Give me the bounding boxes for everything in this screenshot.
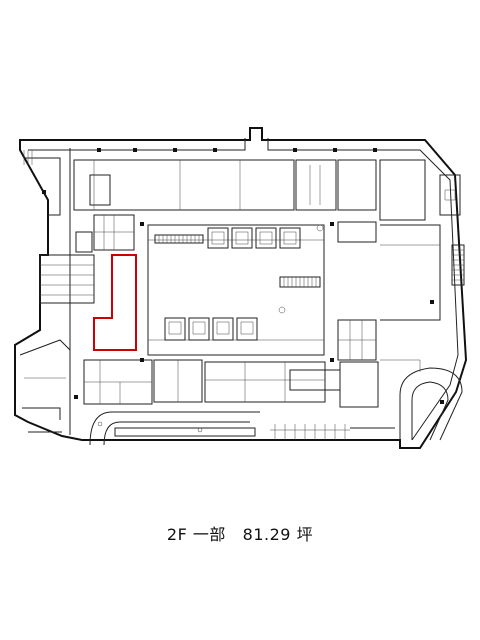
area-value: 81.29 [242, 525, 291, 544]
plan-caption: 2F 一部 81.29 坪 [0, 521, 480, 545]
leased-area-highlight [93, 254, 137, 351]
ramp-southeast [380, 359, 463, 441]
building-outline [14, 127, 468, 449]
structure-southwest [19, 339, 71, 433]
driveway-south [89, 411, 395, 446]
floor-label: 2F [166, 525, 188, 544]
column-icon [373, 148, 377, 152]
column-icon [42, 190, 46, 194]
escalator-upper [154, 234, 204, 244]
column-icon [140, 222, 144, 226]
column-icon [440, 400, 444, 404]
column-icon [74, 395, 78, 399]
entrance-west [39, 254, 95, 304]
escalator-lower [279, 276, 321, 288]
core-west-lower [83, 359, 203, 405]
column-icon [97, 148, 101, 152]
column-icon [430, 300, 434, 304]
area-unit: 坪 [296, 525, 314, 544]
core-west-upper [75, 214, 135, 253]
markers [97, 224, 324, 433]
column-icon [330, 222, 334, 226]
column-icon [293, 148, 297, 152]
column-icon [330, 358, 334, 362]
elevator-bank-south [164, 317, 258, 341]
central-atrium [147, 224, 325, 356]
core-east [337, 174, 465, 361]
column-icon [213, 148, 217, 152]
section-label: 一部 [192, 525, 226, 544]
floor-plan [14, 127, 468, 449]
rooms-north [73, 159, 426, 221]
columns [42, 148, 444, 404]
elevator-bank-north [207, 227, 301, 249]
rooms-south [204, 361, 379, 408]
column-icon [173, 148, 177, 152]
column-icon [140, 358, 144, 362]
column-icon [133, 148, 137, 152]
column-icon [333, 148, 337, 152]
stairs-icon [23, 150, 33, 165]
